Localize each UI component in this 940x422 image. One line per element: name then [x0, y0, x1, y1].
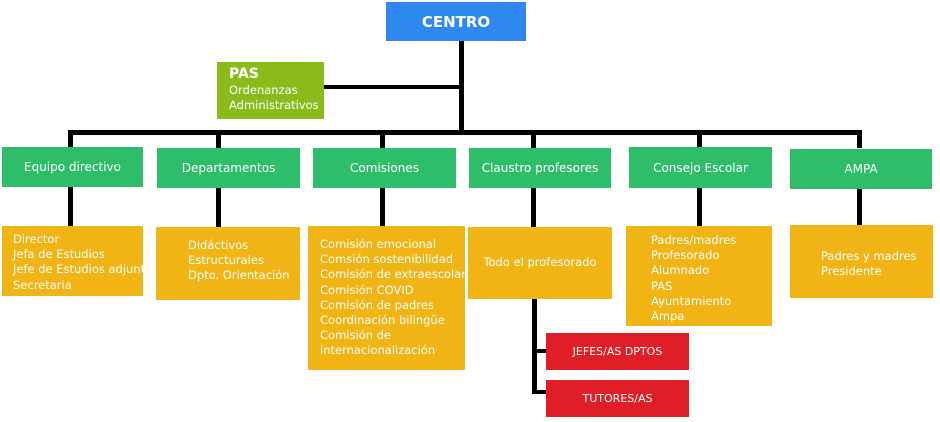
- category-claustro-profesores: Claustro profesores: [469, 148, 611, 188]
- members-equipo-directivo: Director Jefa de Estudios Jefe de Estudi…: [2, 226, 153, 296]
- pas-title: PAS: [229, 66, 259, 82]
- member-item: Didáctivos: [188, 238, 249, 252]
- member-item: Estructurales: [188, 253, 264, 268]
- pas-node: PAS Ordenanzas Administrativos: [217, 62, 324, 119]
- sub-tutores: TUTORES/AS: [546, 380, 689, 417]
- category-consejo-escolar: Consejo Escolar: [629, 147, 772, 188]
- member-item: Comisión de padres: [320, 297, 434, 312]
- member-item: Comisión emocional: [320, 237, 437, 251]
- connector-claustro-sub-vertical: [532, 298, 537, 393]
- connector-cat-2-up: [216, 130, 221, 148]
- member-item: Presidente: [821, 264, 882, 279]
- member-item: Secretaria: [13, 277, 72, 292]
- connector-cat-3-down: [380, 188, 385, 228]
- sub-label: TUTORES/AS: [582, 392, 653, 405]
- members-comisiones: Comisión emocional Comsión sostenibilida…: [308, 226, 479, 370]
- root-label: CENTRO: [421, 12, 491, 31]
- member-item: Comisión de: [320, 328, 392, 343]
- member-item: Ampa: [651, 309, 685, 324]
- members-claustro-profesores: Todo el profesorado: [468, 227, 612, 299]
- member-item: Jefa de Estudios: [13, 247, 105, 262]
- category-label: Claustro profesores: [481, 161, 599, 175]
- category-comisiones: Comisiones: [313, 148, 456, 188]
- connector-cat-3-up: [380, 130, 385, 148]
- connector-sub-2: [532, 390, 548, 394]
- category-ampa: AMPA: [790, 149, 932, 189]
- connector-sub-1: [532, 349, 548, 353]
- category-departamentos: Departamentos: [157, 148, 300, 188]
- pas-item: Administrativos: [229, 98, 319, 112]
- connector-cat-5-up: [697, 130, 702, 148]
- member-item: Director: [13, 232, 60, 246]
- pas-item: Ordenanzas: [229, 83, 298, 97]
- member-item: Comisión COVID: [320, 282, 414, 297]
- connector-cat-4-up: [531, 130, 536, 148]
- connector-pas: [324, 85, 462, 89]
- members-ampa: Padres y madres Presidente: [790, 225, 933, 298]
- member-item: Coordinación bilingüe: [320, 313, 445, 328]
- connector-cat-5-down: [697, 188, 702, 228]
- connector-cat-6-down: [857, 188, 862, 228]
- sub-jefes-dptos: JEFES/AS DPTOS: [546, 333, 689, 370]
- member-item: Padres/madres: [651, 233, 737, 247]
- category-label: Consejo Escolar: [653, 160, 748, 175]
- connector-cat-1-down: [68, 186, 73, 228]
- category-equipo-directivo: Equipo directivo: [2, 147, 143, 187]
- member-item: Alumnado: [651, 263, 710, 278]
- category-label: Comisiones: [350, 161, 419, 175]
- member-item: Comisión de extraescolares: [320, 267, 479, 282]
- member-item: PAS: [651, 278, 673, 293]
- connector-horizontal-bus: [68, 130, 861, 135]
- root-node: CENTRO: [386, 2, 526, 41]
- sub-label: JEFES/AS DPTOS: [572, 345, 663, 358]
- member-item: Comsión sostenibilidad: [320, 252, 454, 267]
- connector-cat-6-up: [857, 130, 862, 148]
- connector-cat-1-up: [68, 130, 73, 148]
- connector-cat-2-down: [216, 188, 221, 228]
- members-consejo-escolar: Padres/madres Profesorado Alumnado PAS A…: [626, 226, 772, 326]
- member-item: Profesorado: [651, 248, 720, 263]
- category-label: Equipo directivo: [24, 160, 121, 174]
- connector-cat-4-down: [531, 188, 536, 228]
- members-departamentos: Didáctivos Estructurales Dpto. Orientaci…: [156, 227, 300, 300]
- member-item: Ayuntamiento: [651, 293, 732, 308]
- member-item: internacionalización: [320, 343, 436, 358]
- member-item: Todo el profesorado: [483, 255, 597, 270]
- member-item: Padres y madres: [821, 249, 917, 263]
- category-label: AMPA: [844, 162, 878, 176]
- category-label: Departamentos: [181, 161, 276, 175]
- member-item: Dpto. Orientación: [188, 268, 290, 283]
- member-item: Jefe de Estudios adjunto: [13, 262, 153, 277]
